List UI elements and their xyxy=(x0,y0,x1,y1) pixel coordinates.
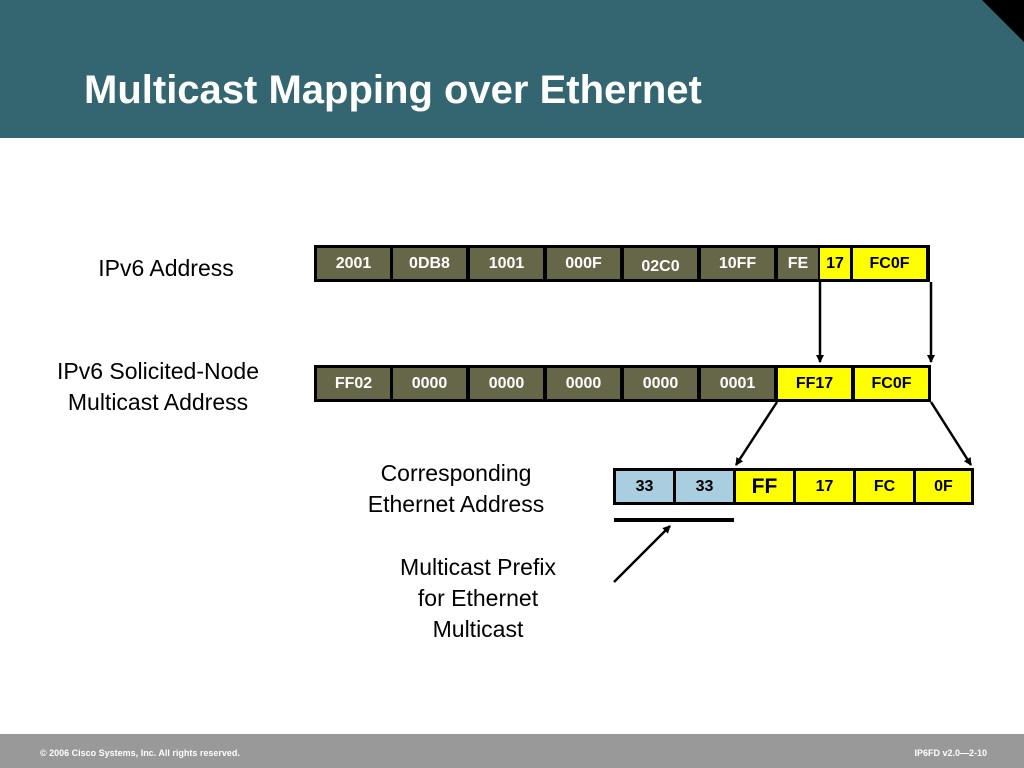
solicited-node-segment: 0001 xyxy=(701,368,774,399)
ethernet-address-label-line2: Ethernet Address xyxy=(367,491,545,517)
footer-bar xyxy=(0,734,1024,768)
ipv6-address-label: IPv6 Address xyxy=(98,255,234,281)
ethernet-address-label-line1: Corresponding xyxy=(380,460,532,486)
footer-course-code: IP6FD v2.0—2-10 xyxy=(914,748,987,758)
solicited-node-segment: 0000 xyxy=(547,368,620,399)
ipv6-address-segment: 0DB8 xyxy=(393,248,466,279)
solicited-node-segment: FF02 xyxy=(317,368,390,399)
solicited-node-segment: 0000 xyxy=(624,368,697,399)
multicast-prefix-label-line3: Multicast xyxy=(432,616,524,642)
solicited-node-segment: 0000 xyxy=(470,368,543,399)
ipv6-address-segment: 000F xyxy=(547,248,620,279)
multicast-prefix-label: Multicast Prefix for Ethernet Multicast xyxy=(378,552,578,645)
ipv6-address-segment: 10FF xyxy=(701,248,774,279)
corner-triangle xyxy=(982,0,1024,42)
ethernet-address-label: Corresponding Ethernet Address xyxy=(346,458,566,520)
footer-copyright: © 2006 Cisco Systems, Inc. All rights re… xyxy=(40,748,240,758)
solicited-node-segment: 0000 xyxy=(393,368,466,399)
multicast-prefix-label-line2: for Ethernet xyxy=(417,585,539,611)
ipv6-address-segment: 02C0 xyxy=(624,248,697,279)
ethernet-address-octet: FC xyxy=(856,471,913,502)
solicited-node-label: IPv6 Solicited-Node Multicast Address xyxy=(34,356,282,418)
ethernet-address-octet: FF xyxy=(736,471,793,502)
ethernet-address-octet: 0F xyxy=(916,471,971,502)
arrow-ff17-to-ff xyxy=(734,401,779,466)
ethernet-prefix-octet: 33 xyxy=(616,471,673,502)
ipv6-address-row: 2001 0DB8 1001 000F 02C0 10FF FE 17 FC0F xyxy=(314,245,930,282)
page-title: Multicast Mapping over Ethernet xyxy=(84,68,702,112)
ipv6-address-segment-highlight: 17 xyxy=(820,248,850,279)
header-bar xyxy=(0,0,1024,138)
solicited-node-row: FF02 0000 0000 0000 0000 0001 FF17 FC0F xyxy=(314,365,931,402)
ipv6-address-segment: FE xyxy=(778,248,818,279)
prefix-pointer-arrow xyxy=(613,525,671,583)
arrow-fc0f-to-0f xyxy=(929,401,973,466)
ethernet-prefix-octet: 33 xyxy=(676,471,733,502)
ethernet-address-row: 33 33 FF 17 FC 0F xyxy=(613,468,974,505)
ethernet-address-octet: 17 xyxy=(796,471,853,502)
multicast-prefix-label-line1: Multicast Prefix xyxy=(400,554,556,580)
ipv6-address-segment: 1001 xyxy=(470,248,543,279)
solicited-node-segment-highlight: FC0F xyxy=(855,368,928,399)
solicited-node-label-line2: Multicast Address xyxy=(67,389,249,415)
solicited-node-segment-highlight: FF17 xyxy=(778,368,851,399)
ipv6-address-segment: 2001 xyxy=(317,248,390,279)
ipv6-address-segment-highlight: FC0F xyxy=(853,248,926,279)
solicited-node-label-line1: IPv6 Solicited-Node xyxy=(57,358,259,384)
